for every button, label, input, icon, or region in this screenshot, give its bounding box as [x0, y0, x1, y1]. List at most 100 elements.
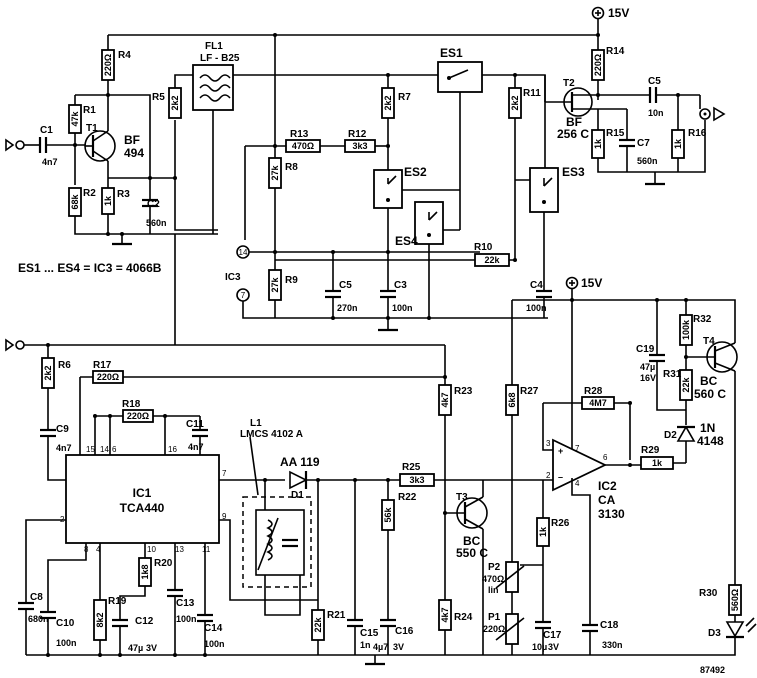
- c14: C14 100n: [197, 543, 225, 655]
- diode-d2: D2 1N 4148: [664, 421, 724, 448]
- output-connector: [699, 106, 726, 122]
- svg-text:47µ: 47µ: [640, 362, 655, 372]
- c11: C11 4n7: [186, 416, 208, 455]
- svg-text:27k: 27k: [270, 165, 280, 181]
- svg-text:4k7: 4k7: [440, 392, 450, 407]
- svg-text:T2: T2: [563, 78, 575, 89]
- c1: C1 4n7: [38, 125, 58, 167]
- svg-text:CA: CA: [598, 493, 616, 507]
- svg-text:R15: R15: [606, 128, 625, 139]
- svg-text:R14: R14: [606, 46, 625, 57]
- c4: C4 100n: [526, 280, 552, 318]
- transistor-t4: T4 BC 560 C: [686, 336, 738, 401]
- r19: 8k2 R19: [93, 543, 127, 655]
- svg-text:560n: 560n: [146, 218, 167, 228]
- svg-text:100n: 100n: [204, 639, 225, 649]
- svg-text:47µ: 47µ: [128, 643, 143, 653]
- svg-text:C5: C5: [339, 280, 352, 291]
- r7: 2k2 R7: [381, 75, 411, 170]
- r3: 1k R3: [101, 187, 130, 215]
- figure-number: 87492: [700, 665, 725, 675]
- svg-text:330n: 330n: [602, 640, 623, 650]
- svg-text:16V: 16V: [640, 373, 656, 383]
- switch-es3: ES3: [529, 165, 585, 213]
- r31: 22k R31: [663, 369, 693, 425]
- svg-text:1k: 1k: [593, 138, 603, 149]
- svg-text:C4: C4: [530, 280, 543, 291]
- svg-text:560Ω: 560Ω: [730, 589, 740, 611]
- svg-text:4: 4: [575, 479, 580, 488]
- r13: 470Ω R13: [285, 129, 321, 153]
- switch-es1: ES1: [437, 46, 483, 93]
- svg-text:1k: 1k: [538, 526, 548, 537]
- svg-text:C18: C18: [600, 620, 619, 631]
- svg-text:15V: 15V: [581, 276, 602, 290]
- svg-text:C5: C5: [648, 76, 661, 87]
- svg-text:R27: R27: [520, 386, 539, 397]
- svg-text:R9: R9: [285, 275, 298, 286]
- r14: 220Ω R14: [591, 35, 625, 100]
- svg-text:R13: R13: [290, 129, 309, 140]
- svg-text:7: 7: [575, 444, 580, 453]
- pot-p1: P1 220Ω: [483, 612, 525, 655]
- svg-text:4µ7: 4µ7: [373, 642, 388, 652]
- svg-text:1k: 1k: [652, 458, 663, 468]
- svg-text:220Ω: 220Ω: [103, 54, 113, 76]
- svg-text:14: 14: [239, 248, 248, 257]
- svg-text:3130: 3130: [598, 507, 625, 521]
- svg-text:2k2: 2k2: [43, 365, 53, 380]
- svg-text:T3: T3: [456, 492, 468, 503]
- svg-text:C9: C9: [56, 424, 69, 435]
- coil-l1: L1 LMCS 4102 A: [240, 418, 312, 588]
- transistor-t3: T3 BC 550 C: [445, 492, 488, 560]
- svg-text:R8: R8: [285, 162, 298, 173]
- svg-text:1k: 1k: [103, 195, 113, 206]
- svg-text:R19: R19: [108, 596, 127, 607]
- c5-270n: C5 270n: [325, 252, 358, 318]
- svg-text:4k7: 4k7: [440, 607, 450, 622]
- c8: C8 680n: [18, 519, 66, 655]
- svg-text:C12: C12: [135, 616, 154, 627]
- svg-text:560n: 560n: [637, 156, 658, 166]
- svg-text:494: 494: [124, 146, 144, 160]
- svg-text:IC3: IC3: [225, 272, 241, 283]
- svg-text:22k: 22k: [313, 617, 323, 633]
- svg-text:100n: 100n: [56, 638, 77, 648]
- r1: 47k R1: [68, 95, 96, 185]
- svg-text:T4: T4: [703, 336, 715, 347]
- svg-text:1N: 1N: [700, 421, 715, 435]
- switch-es4: ES4: [395, 201, 444, 248]
- svg-text:P1: P1: [488, 612, 501, 623]
- svg-text:3V: 3V: [548, 642, 559, 652]
- svg-text:LF - B25: LF - B25: [200, 53, 240, 64]
- svg-text:4n7: 4n7: [188, 442, 204, 452]
- svg-text:BC: BC: [463, 534, 481, 548]
- r29: 1k R29: [640, 445, 674, 470]
- svg-text:10n: 10n: [648, 108, 664, 118]
- r24: 4k7 R24: [438, 599, 473, 655]
- ground-main: [365, 655, 385, 666]
- r32: 100k R32: [679, 300, 712, 370]
- ic3-note: ES1 ... ES4 = IC3 = 4066B: [18, 261, 162, 275]
- svg-text:C10: C10: [56, 618, 75, 629]
- svg-text:R20: R20: [154, 558, 173, 569]
- svg-text:47k: 47k: [70, 111, 80, 127]
- c3: C3 100n: [380, 280, 413, 318]
- filter-fl1: FL1 LF - B25: [192, 41, 240, 111]
- svg-text:C13: C13: [176, 598, 195, 609]
- input-connector-2: [5, 338, 25, 352]
- svg-text:C16: C16: [395, 626, 414, 637]
- c19: C19 47µ 16V: [636, 300, 686, 411]
- svg-text:R3: R3: [117, 189, 130, 200]
- svg-text:56k: 56k: [383, 507, 393, 523]
- svg-text:C19: C19: [636, 344, 655, 355]
- svg-text:R26: R26: [551, 518, 570, 529]
- svg-text:3V: 3V: [146, 643, 157, 653]
- r2: 68k R2: [68, 187, 96, 217]
- transistor-t2: T2 BF 256 C: [545, 78, 598, 141]
- svg-text:C1: C1: [40, 125, 53, 136]
- svg-text:220Ω: 220Ω: [593, 54, 603, 76]
- c9: C9 4n7: [40, 424, 72, 453]
- svg-text:R29: R29: [641, 445, 660, 456]
- svg-text:FL1: FL1: [205, 41, 223, 52]
